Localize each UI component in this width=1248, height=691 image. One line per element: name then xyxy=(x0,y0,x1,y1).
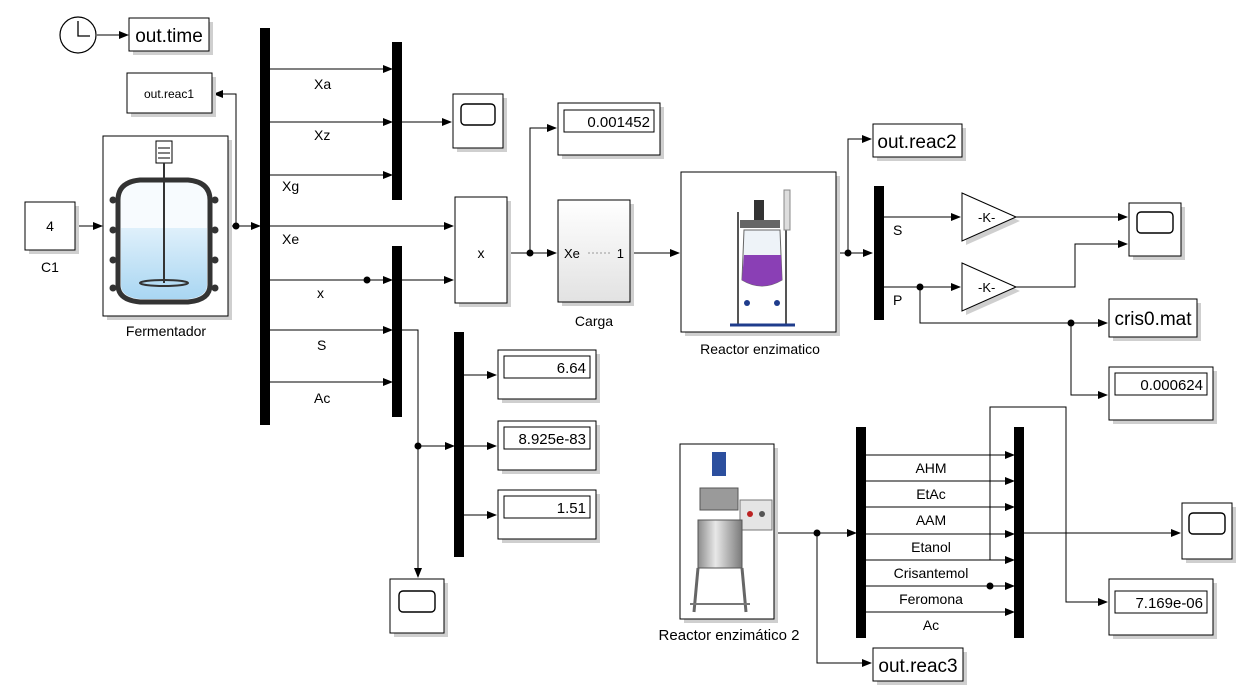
mux-4[interactable] xyxy=(856,427,866,638)
mux-2[interactable] xyxy=(392,246,402,417)
cris0-mat-label: cris0.mat xyxy=(1114,309,1192,330)
demux-label-s: S xyxy=(893,222,902,238)
display-left-1-value: 6.64 xyxy=(557,360,586,377)
carga-port-in: Xe xyxy=(564,246,580,261)
scope-icon xyxy=(399,591,435,612)
to-workspace-out-reac2[interactable]: out.reac2 xyxy=(873,124,966,161)
bus-selector-main[interactable] xyxy=(260,28,270,425)
mux-1[interactable] xyxy=(392,42,402,200)
carga-name: Carga xyxy=(575,313,613,329)
label-aam: AAM xyxy=(916,512,946,528)
product-block[interactable]: x xyxy=(455,197,511,307)
reactor-2-signal-labels: AHM EtAc AAM Etanol Crisantemol Feromona… xyxy=(894,460,969,633)
bus-label-x: x xyxy=(317,285,324,301)
display-bottom-value: 7.169e-06 xyxy=(1135,595,1203,612)
scope-block-1[interactable] xyxy=(453,94,507,152)
display-left-3[interactable]: 1.51 xyxy=(498,490,600,543)
out-reac3-label: out.reac3 xyxy=(878,656,957,677)
gain-block-1[interactable]: -K- xyxy=(962,193,1020,245)
label-etac: EtAc xyxy=(916,486,946,502)
display-left-2-value: 8.925e-83 xyxy=(518,431,586,448)
demux-label-p: P xyxy=(893,292,902,308)
reactor-enzimatico-block[interactable]: Reactor enzimatico xyxy=(681,172,840,357)
label-ac: Ac xyxy=(923,617,939,633)
label-ahm: AHM xyxy=(915,460,946,476)
label-etanol: Etanol xyxy=(911,539,951,555)
display-bottom[interactable]: 7.169e-06 xyxy=(1109,579,1217,639)
scope-icon xyxy=(461,104,495,125)
display-right-value: 0.000624 xyxy=(1140,377,1203,394)
carga-port-out: 1 xyxy=(617,246,624,261)
to-workspace-out-reac1[interactable]: out.reac1 xyxy=(127,73,216,117)
display-top-value: 0.001452 xyxy=(587,114,650,131)
constant-value: 4 xyxy=(46,218,54,234)
carga-subsystem[interactable]: Xe 1 Carga xyxy=(558,200,634,329)
to-workspace-out-reac3[interactable]: out.reac3 xyxy=(873,648,967,685)
mux-3[interactable] xyxy=(454,332,464,557)
fermenter-name: Fermentador xyxy=(126,323,206,339)
display-left-3-value: 1.51 xyxy=(557,500,586,517)
gain-1-symbol: -K- xyxy=(978,210,995,225)
bus-label-xe: Xe xyxy=(282,231,299,247)
constant-name: C1 xyxy=(41,259,59,275)
scope-icon xyxy=(1189,513,1225,534)
scope-block-3[interactable] xyxy=(1129,203,1185,260)
product-symbol: x xyxy=(478,245,485,261)
reactor-1-name: Reactor enzimatico xyxy=(700,341,820,357)
bus-label-xa: Xa xyxy=(314,76,331,92)
clock-block[interactable] xyxy=(60,17,96,53)
display-right[interactable]: 0.000624 xyxy=(1109,367,1217,424)
gain-block-2[interactable]: -K- xyxy=(962,263,1020,315)
bus-signal-labels: Xa Xz Xg Xe x S Ac xyxy=(282,76,331,406)
bus-label-s: S xyxy=(317,337,326,353)
display-left-1[interactable]: 6.64 xyxy=(498,350,600,403)
constant-block[interactable]: 4 C1 xyxy=(25,202,79,275)
out-time-label: out.time xyxy=(135,26,203,47)
scope-block-2[interactable] xyxy=(390,579,448,637)
display-left-2[interactable]: 8.925e-83 xyxy=(498,421,600,474)
out-reac1-label: out.reac1 xyxy=(144,87,194,101)
mux-5[interactable] xyxy=(1014,427,1024,638)
gain-2-symbol: -K- xyxy=(978,280,995,295)
scope-block-4[interactable] xyxy=(1182,503,1236,563)
display-top[interactable]: 0.001452 xyxy=(558,103,664,159)
to-workspace-out-time[interactable]: out.time xyxy=(129,18,213,55)
bus-label-ac: Ac xyxy=(314,390,330,406)
bus-label-xz: Xz xyxy=(314,127,330,143)
label-feromona: Feromona xyxy=(899,591,963,607)
label-crisantemol: Crisantemol xyxy=(894,565,969,581)
bus-label-xg: Xg xyxy=(282,178,299,194)
reactor-2-name: Reactor enzimático 2 xyxy=(659,627,800,644)
out-reac2-label: out.reac2 xyxy=(877,132,956,153)
to-file-cris0-mat[interactable]: cris0.mat xyxy=(1109,299,1201,341)
scope-icon xyxy=(1137,212,1173,233)
demux-sp[interactable] xyxy=(874,186,884,320)
fermenter-block[interactable]: Fermentador xyxy=(103,136,232,339)
reactor-enzimatico-2-block[interactable]: Reactor enzimático 2 xyxy=(659,444,800,644)
